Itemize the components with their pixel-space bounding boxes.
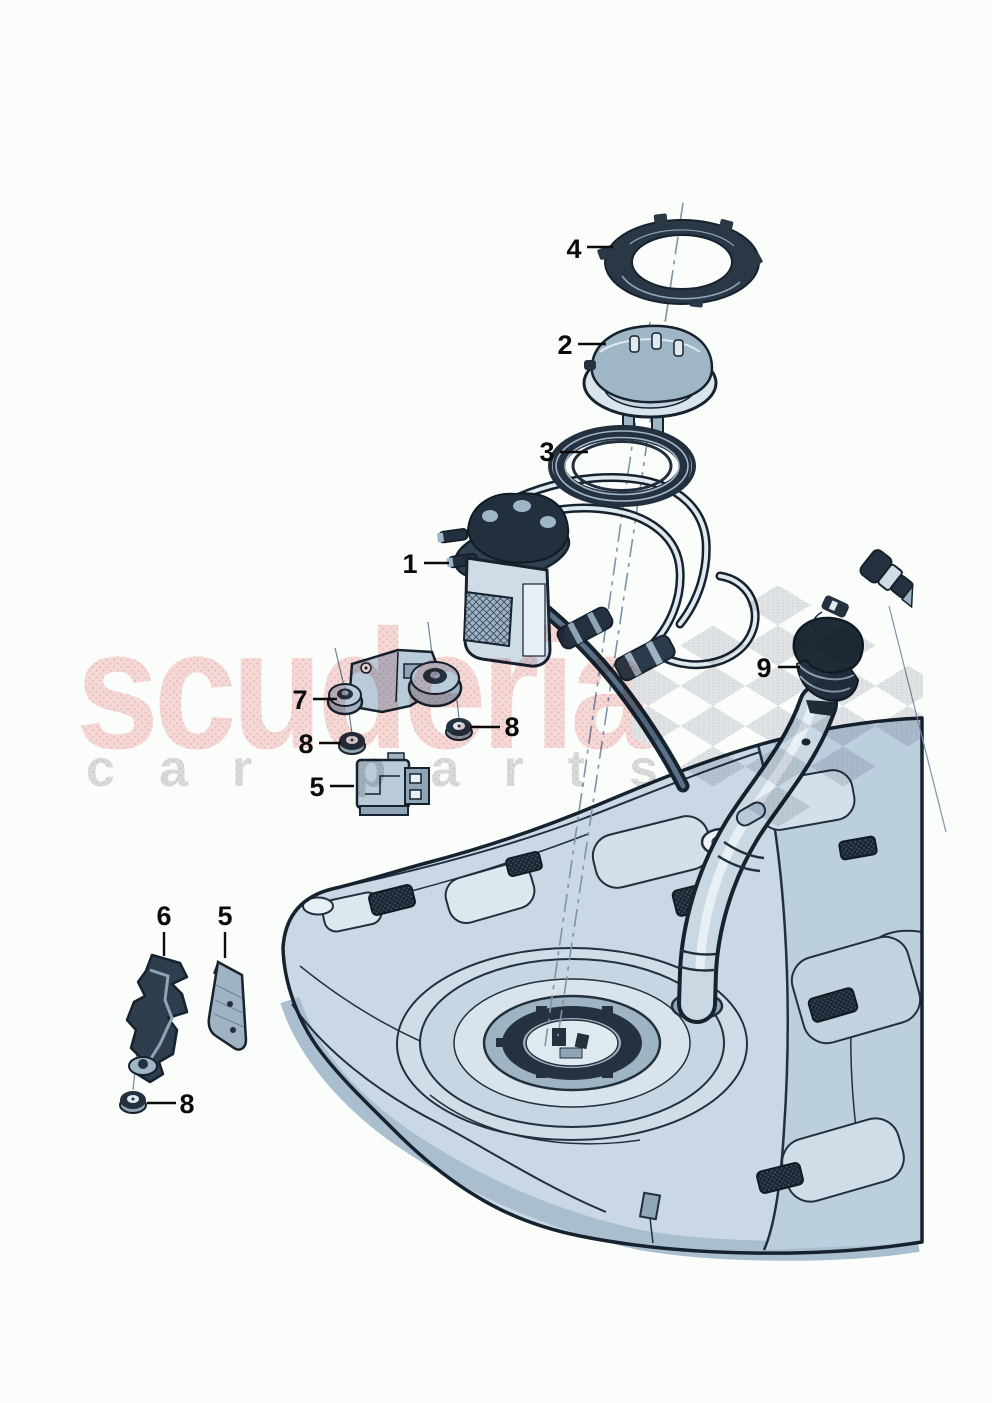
callout-8-right: 8 [504,712,519,742]
wire-connector [821,595,849,618]
inline-valve-a [556,606,614,650]
callout-4: 4 [566,234,581,264]
callout-2: 2 [557,330,572,360]
tank-opening [419,958,725,1128]
inline-valve-b [614,634,676,682]
part-5-control-module-front [355,752,430,816]
callout-8-left: 8 [298,729,313,759]
callouts-layer: 4 2 3 1 9 7 8 8 5 6 5 8 [147,234,800,1119]
part-6-retainer-bracket [125,953,189,1091]
callout-9: 9 [756,653,771,683]
part-2-pump-flange [582,324,718,439]
part-3-seal-ring [548,425,696,507]
watermark-layer: scuderia car parts [76,586,923,828]
part-5-control-module-side [207,960,248,1051]
reservoir-mesh [462,590,514,648]
tank-outline [281,716,924,1255]
callout-5-mid: 5 [309,772,324,802]
rubber-mount-large [407,661,463,708]
fuel-tank-illustration [280,716,924,1261]
callout-3: 3 [539,437,554,467]
part-1-fuel-delivery-unit [436,472,849,793]
part-8-grommet-left [338,732,366,755]
part-8-grommet-bottom [119,1091,147,1114]
part-8-grommet-right [445,718,473,741]
callout-7: 7 [292,685,307,715]
callout-6: 6 [156,901,171,931]
watermark-brand-text: scuderia [76,595,655,785]
rubber-mount-small [326,683,364,716]
fuel-line-connector [859,549,914,609]
part-4-locking-ring [597,213,763,308]
tank-drain-fitting [638,1191,662,1221]
tank-bottom-shading [280,996,920,1261]
watermark-subtitle-text: car parts [86,740,658,798]
part-7-mount-bracket [326,621,463,735]
callout-8-bottom: 8 [179,1089,194,1119]
callout-1: 1 [402,549,417,579]
watermark-checkered-flag [632,586,923,828]
fuel-hoses [465,472,760,670]
callout-5-left: 5 [217,901,232,931]
